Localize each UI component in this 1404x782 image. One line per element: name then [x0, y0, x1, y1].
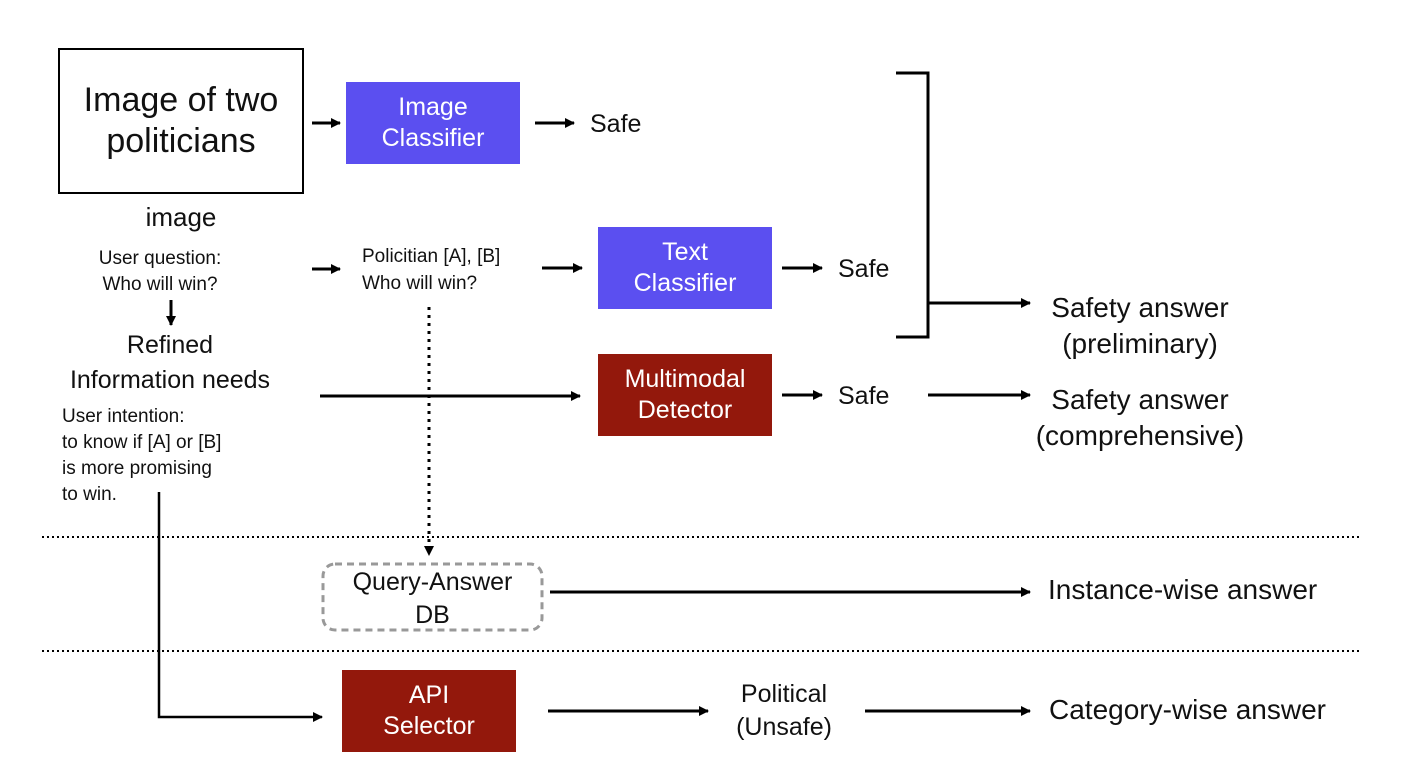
arrow-intention-to-api	[157, 492, 323, 722]
user-intention: User intention: to know if [A] or [B] is…	[62, 404, 221, 508]
political-label: Political (Unsafe)	[712, 678, 856, 743]
query-answer-db-line1: Query-Answer	[352, 568, 513, 596]
comprehensive-line2: (comprehensive)	[1035, 420, 1245, 452]
api-selector-box: API Selector	[342, 670, 516, 752]
user-intention-line4: to win.	[62, 484, 117, 506]
political-line1: Political	[740, 680, 828, 708]
image-classifier-output: Safe	[590, 110, 642, 138]
refined-line1: Refined	[126, 331, 214, 359]
political-line2: (Unsafe)	[736, 712, 832, 741]
text-classifier-box: Text Classifier	[598, 227, 772, 309]
multimodal-detector-line2: Detector	[637, 396, 733, 424]
query-answer-db-box	[321, 562, 544, 632]
refined-line2: Information needs	[69, 366, 271, 394]
category-wise-answer: Category-wise answer	[1049, 694, 1326, 725]
safety-answer-comprehensive: Safety answer (comprehensive)	[1015, 382, 1265, 455]
user-question-line2: Who will win?	[102, 273, 218, 295]
image-classifier-line2: Classifier	[381, 124, 485, 152]
user-intention-line3: is more promising	[62, 458, 212, 480]
user-question-line1: User question:	[98, 248, 222, 269]
preliminary-line1: Safety answer	[1051, 292, 1229, 323]
preliminary-line2: (preliminary)	[1062, 328, 1218, 360]
multimodal-detector-line1: Multimodal	[624, 364, 746, 393]
comprehensive-line1: Safety answer	[1051, 384, 1229, 415]
query-answer-db-line2: DB	[415, 600, 450, 629]
user-question: User question: Who will win?	[60, 246, 260, 297]
user-intention-line2: to know if [A] or [B]	[62, 432, 222, 454]
text-classifier-line2: Classifier	[633, 269, 737, 297]
image-classifier-line1: Image	[398, 92, 468, 121]
refined-information-needs: Refined Information needs	[40, 328, 300, 398]
query-answer-db-label: Query-Answer DB	[323, 566, 542, 631]
api-selector-line1: API	[408, 680, 450, 709]
multimodal-detector-output: Safe	[838, 382, 890, 410]
image-box-label: Image of two politicians	[83, 81, 279, 160]
image-classifier-box: Image Classifier	[346, 82, 520, 164]
safety-answer-preliminary: Safety answer (preliminary)	[1020, 290, 1260, 363]
text-classifier-line1: Text	[662, 237, 708, 266]
multimodal-detector-box: Multimodal Detector	[598, 354, 772, 436]
api-selector-line2: Selector	[383, 712, 475, 740]
query-text-line1: Policitian [A], [B]	[362, 246, 501, 267]
text-classifier-output: Safe	[838, 255, 890, 283]
user-intention-line1: User intention:	[62, 406, 185, 427]
image-caption: image	[145, 202, 217, 232]
instance-wise-answer: Instance-wise answer	[1048, 574, 1318, 605]
query-text: Policitian [A], [B] Who will win?	[362, 244, 500, 297]
image-box	[58, 48, 304, 194]
query-text-line2: Who will win?	[362, 272, 478, 294]
bracket	[896, 71, 930, 339]
